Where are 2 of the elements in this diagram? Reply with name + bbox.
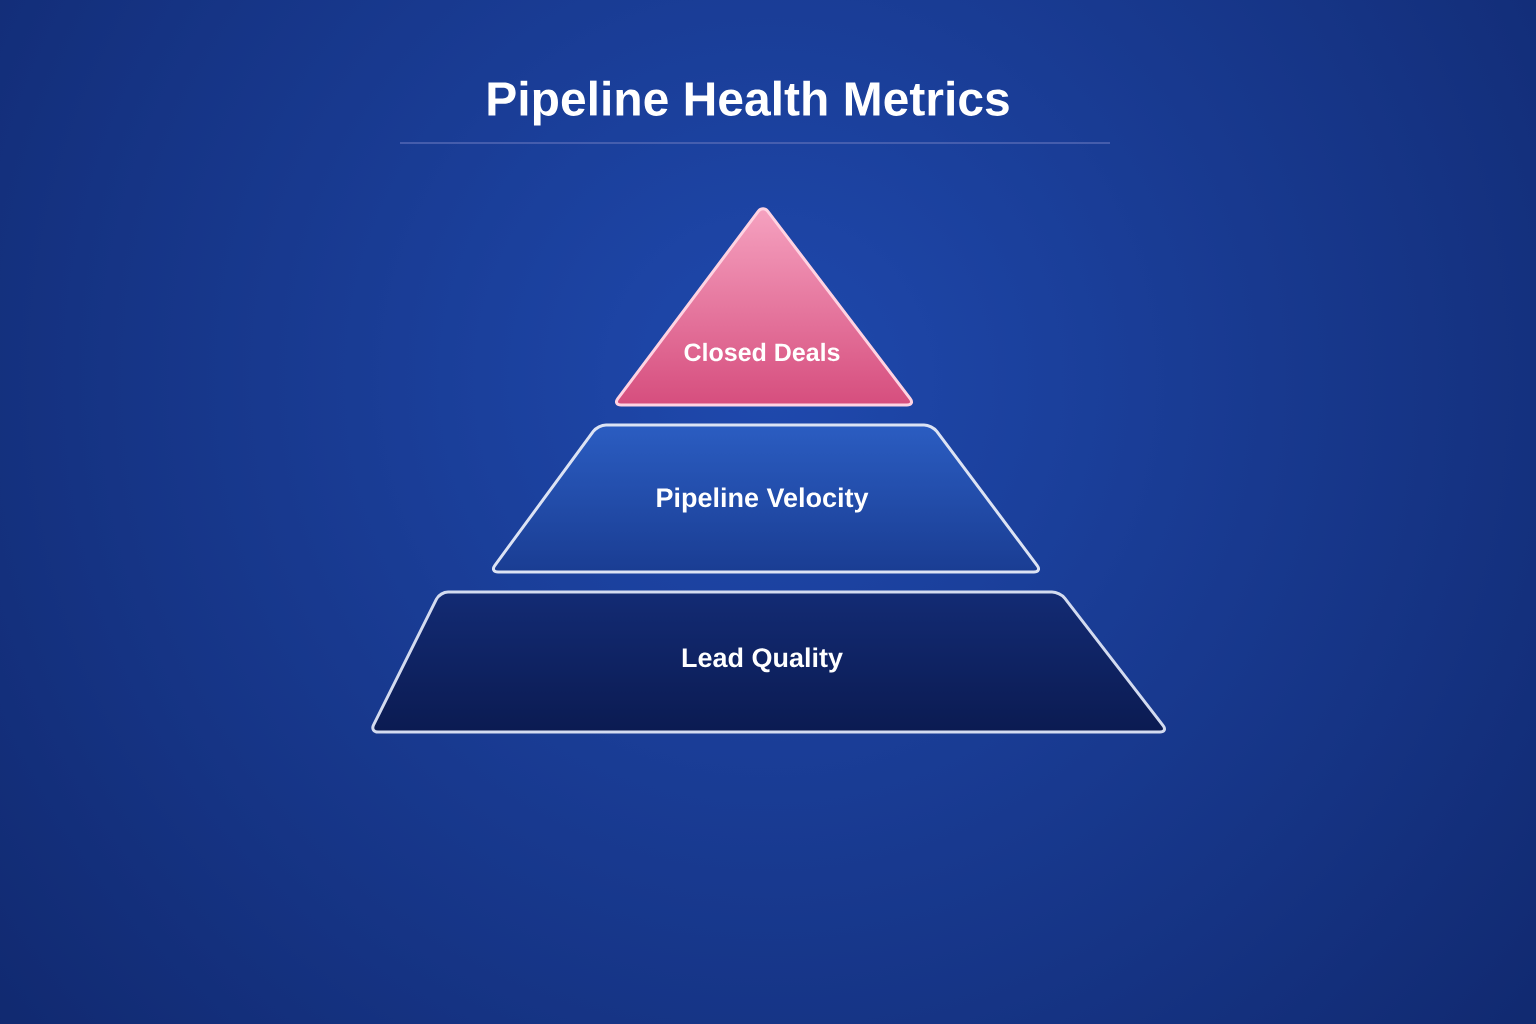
pyramid-tier: Lead Quality bbox=[371, 590, 1166, 734]
title: Pipeline Health Metrics bbox=[488, 80, 1009, 126]
